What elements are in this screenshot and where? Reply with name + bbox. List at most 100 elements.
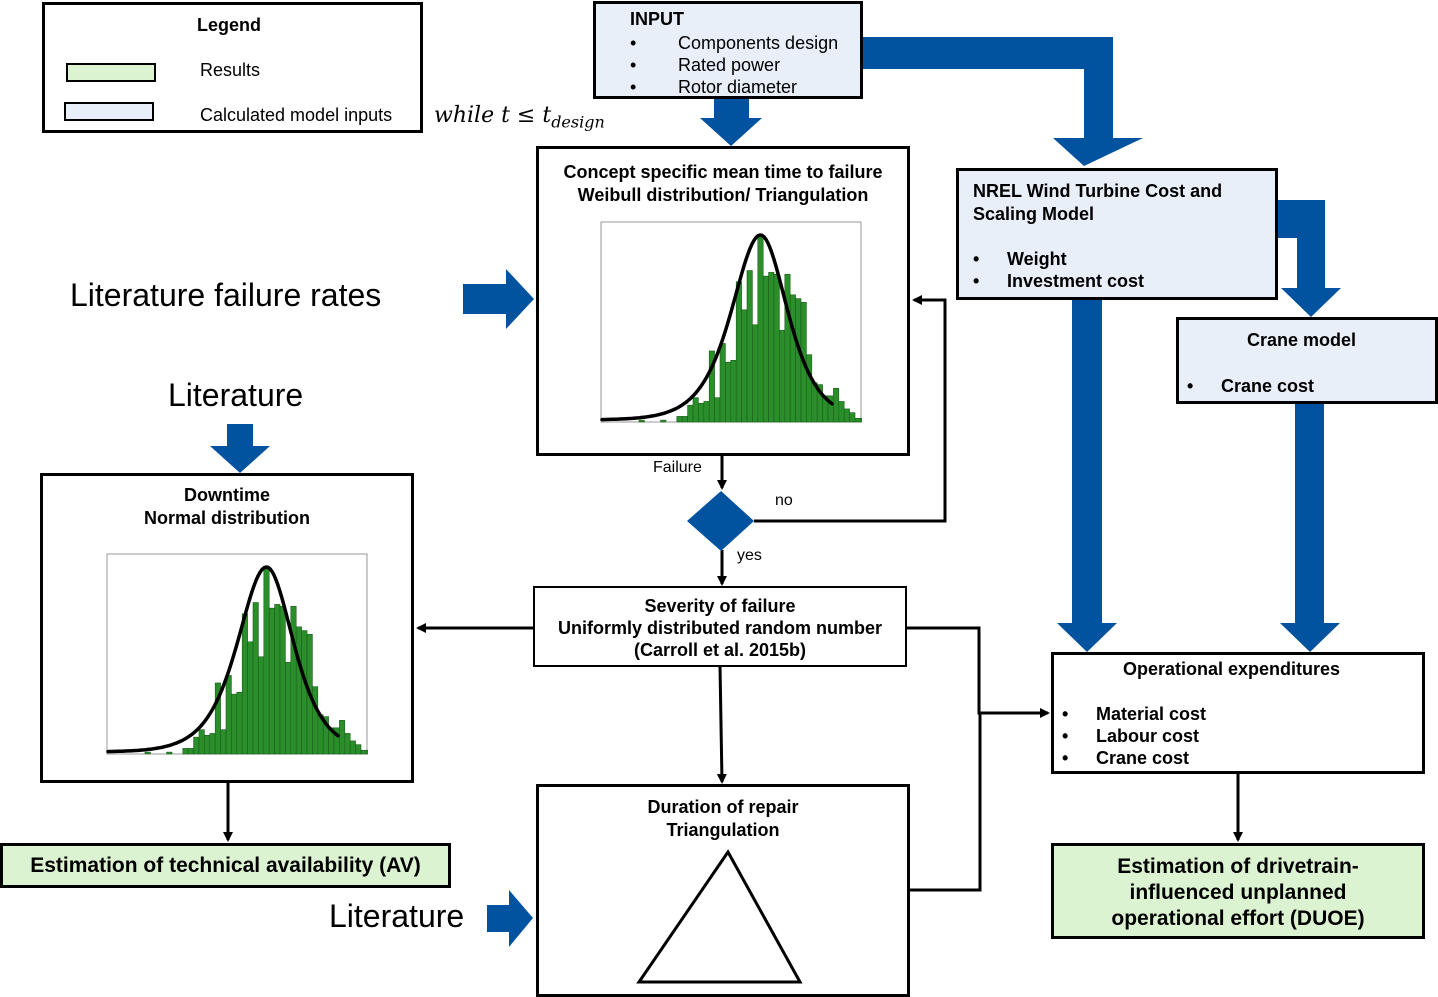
histogram-bar — [312, 686, 319, 755]
histogram-bar — [692, 397, 699, 423]
crane-title: Crane model — [1247, 330, 1357, 350]
histogram-bar — [295, 626, 302, 755]
histogram-bar — [268, 607, 275, 755]
severity-to-repair-line — [716, 665, 727, 784]
opex-item: Material cost — [1054, 703, 1206, 725]
histogram-bar — [209, 733, 216, 755]
histogram-bar — [638, 419, 645, 423]
histogram-bar — [166, 751, 173, 755]
literature-downtime-arrow — [210, 424, 270, 473]
histogram-bar — [741, 309, 748, 423]
histogram-bar — [660, 419, 667, 423]
opex-list: Material cost Labour cost Crane cost — [1054, 703, 1206, 769]
histogram-bar — [258, 656, 265, 755]
severity-line2: Uniformly distributed random number — [557, 618, 883, 638]
yes-label: yes — [737, 547, 762, 564]
loop-condition-text: while t ≤ t — [434, 103, 552, 128]
histogram-bar — [752, 324, 759, 423]
nrel-item: Investment cost — [965, 270, 1144, 292]
downtime-box: Downtime Normal distribution — [40, 473, 414, 783]
input-item: Rated power — [622, 54, 838, 76]
histogram-bar — [687, 404, 694, 423]
fitted-curve — [600, 233, 834, 422]
histogram-bar — [806, 354, 813, 423]
histogram-bar — [833, 388, 840, 423]
opex-item: Crane cost — [1054, 747, 1206, 769]
legend-label-inputs: Calculated model inputs — [200, 105, 393, 125]
histogram-bar — [182, 748, 189, 755]
mttf-histogram — [600, 221, 862, 423]
fitted-curve — [106, 565, 340, 754]
crane-to-opex-arrow — [1280, 403, 1340, 652]
downtime-title-line1: Downtime — [183, 485, 270, 505]
nrel-to-opex-arrow — [1057, 300, 1117, 652]
no-loop-line — [754, 295, 947, 523]
histogram-bar — [719, 343, 726, 423]
histogram-bar — [735, 281, 742, 423]
histogram-bar — [714, 397, 721, 423]
histogram-bar — [252, 602, 259, 755]
severity-box: Severity of failure Uniformly distribute… — [533, 586, 907, 667]
duoe-line2: influenced unplanned — [1129, 881, 1347, 904]
input-item: Rotor diameter — [622, 76, 838, 98]
histogram-bar — [366, 749, 368, 755]
histogram-bar — [789, 294, 796, 423]
loop-condition: while t ≤ tdesign — [434, 103, 605, 131]
input-to-mttf-arrow — [700, 98, 762, 146]
opex-box: Operational expenditures Material cost L… — [1051, 652, 1425, 774]
histogram-bar — [344, 733, 351, 755]
nrel-to-crane-arrow — [1277, 200, 1341, 317]
duoe-line1: Estimation of drivetrain- — [1117, 855, 1359, 878]
histogram-bar — [762, 275, 769, 423]
histogram-bar — [703, 401, 710, 423]
histogram-bar — [204, 735, 211, 755]
av-result-box: Estimation of technical availability (AV… — [0, 843, 451, 888]
histogram-bar — [263, 568, 270, 755]
input-to-nrel-arrow — [862, 37, 1143, 166]
histogram-bar — [144, 751, 151, 755]
input-list: Components design Rated power Rotor diam… — [622, 32, 838, 98]
repair-box: Duration of repair Triangulation — [536, 784, 910, 997]
legend-title: Legend — [197, 15, 262, 35]
histogram-bar — [220, 729, 227, 755]
histogram-bar — [355, 744, 362, 755]
triangle-icon — [636, 849, 803, 984]
histogram-bar — [285, 662, 292, 755]
histogram-bar — [757, 236, 764, 423]
histogram-bar — [214, 682, 221, 755]
histogram-bar — [746, 270, 753, 423]
histogram-bar — [698, 403, 705, 423]
histogram-bar — [339, 720, 346, 755]
histogram-bar — [187, 748, 194, 755]
histogram-bar — [231, 693, 238, 755]
histogram-bar — [301, 630, 308, 755]
histogram-bar — [198, 729, 205, 755]
histogram-bar — [843, 408, 850, 423]
duoe-line3: operational effort (DUOE) — [1111, 907, 1365, 930]
opex-title: Operational expenditures — [1123, 659, 1341, 679]
histogram-bar — [730, 359, 737, 423]
literature-failure-rates-label: Literature failure rates — [70, 277, 382, 313]
mttf-box: Concept specific mean time to failure We… — [536, 146, 910, 456]
opex-item: Labour cost — [1054, 725, 1206, 747]
failure-label: Failure — [653, 459, 702, 476]
legend-swatch-results — [66, 63, 156, 82]
nrel-item: Weight — [965, 248, 1144, 270]
histogram-bar — [854, 417, 861, 423]
legend-swatch-inputs — [64, 102, 154, 121]
crane-box: Crane model Crane cost — [1176, 317, 1438, 404]
histogram-bar — [241, 613, 248, 755]
histogram-bar — [768, 272, 775, 423]
nrel-title-line1: NREL Wind Turbine Cost and — [973, 181, 1223, 201]
histogram-bar — [773, 273, 780, 423]
mttf-title-line2: Weibull distribution/ Triangulation — [577, 185, 869, 205]
literature-failure-rates-arrow — [463, 269, 534, 329]
histogram-bar — [860, 417, 862, 423]
severity-to-opex-line — [905, 626, 1050, 718]
histogram-bar — [849, 412, 856, 423]
histogram-bar — [360, 749, 367, 755]
histogram-bar — [247, 641, 254, 755]
histogram-bar — [681, 416, 688, 423]
severity-line1: Severity of failure — [644, 596, 796, 616]
nrel-box: NREL Wind Turbine Cost and Scaling Model… — [956, 168, 1278, 300]
